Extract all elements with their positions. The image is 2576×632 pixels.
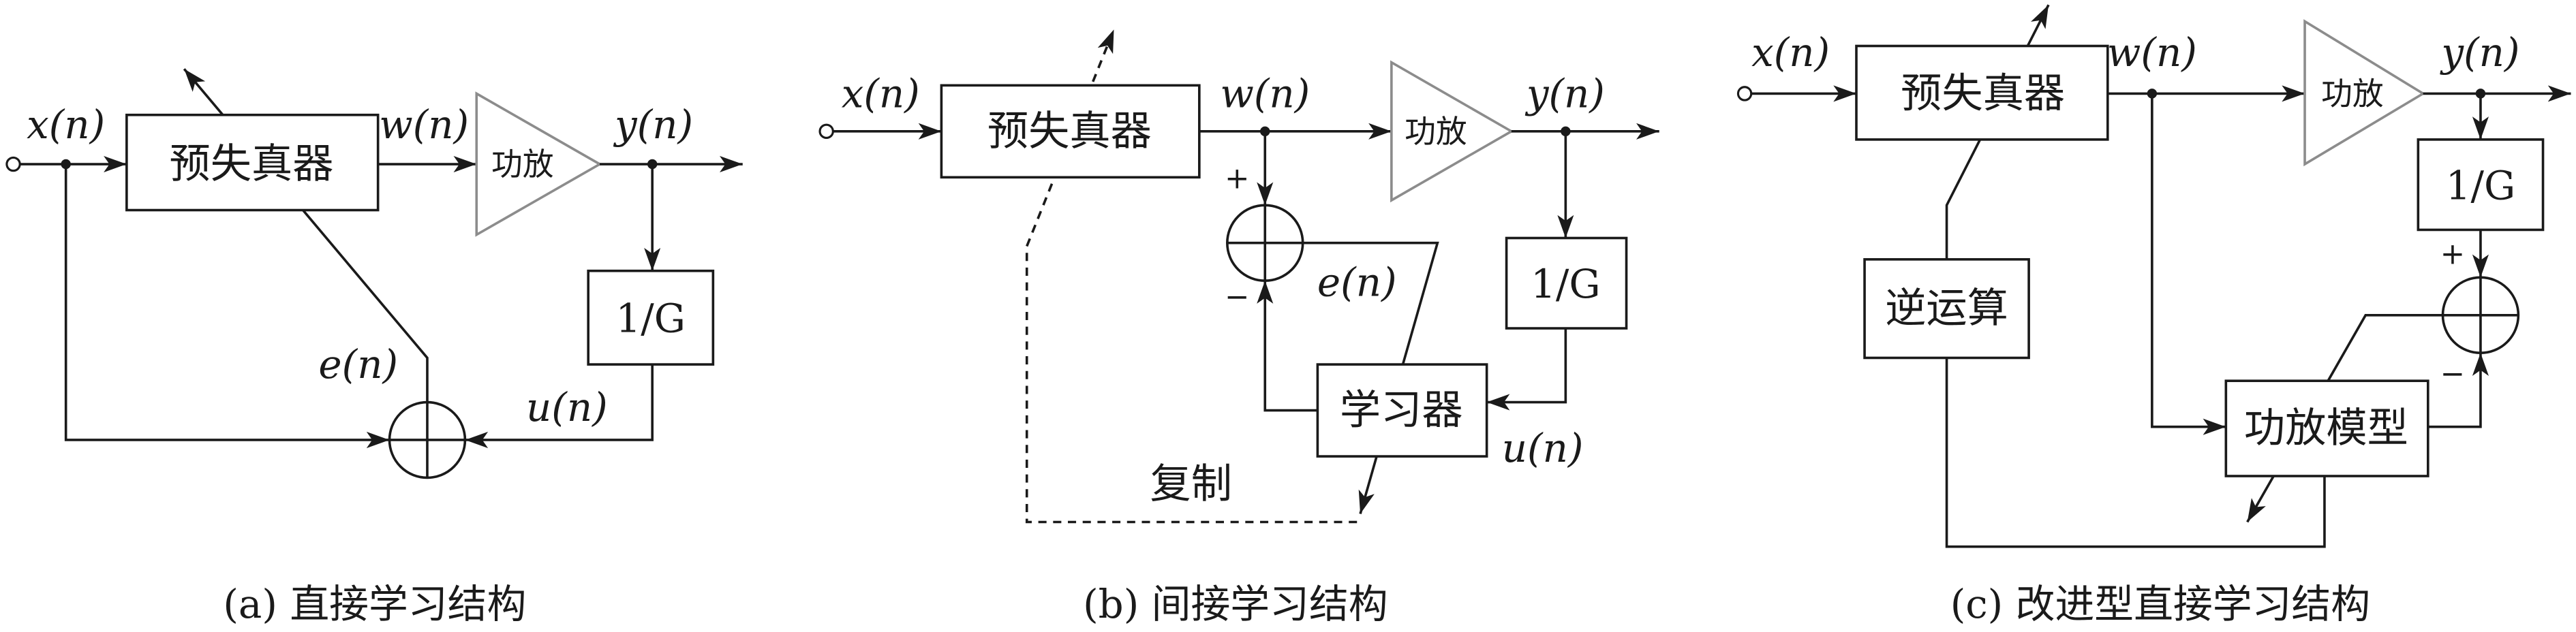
minus-sign-label: − — [1225, 280, 1249, 314]
predistorter-label: 预失真器 — [987, 108, 1152, 155]
signal-x-label: x(n) — [27, 101, 105, 148]
predistorter-block — [1855, 44, 2109, 141]
power-amplifier-triangle — [475, 91, 602, 237]
signal-x-label: x(n) — [842, 70, 920, 116]
signal-y-label: y(n) — [2439, 29, 2519, 76]
predistorter-block — [125, 113, 380, 212]
panel-c-improved-direct-learning: 预失真器 功放 1/G 逆运算 功放模型 x(n) w(n) y(n) + − … — [1736, 4, 2571, 627]
learner-block — [1316, 363, 1488, 458]
plus-sign-label: + — [2440, 238, 2465, 272]
learner-label: 学习器 — [1340, 387, 1463, 434]
panel-a-direct-learning: 预失真器 功放 1/G x(n) w(n) y(n) e(n) u(n) (a)… — [5, 68, 743, 627]
pa-model-label: 功放模型 — [2244, 405, 2408, 452]
junction-dot — [61, 159, 71, 170]
minus-sign-label: − — [2440, 358, 2465, 392]
pa-model-block — [2224, 379, 2429, 477]
normalized-feedback-line — [465, 364, 654, 449]
signal-y-label: y(n) — [613, 101, 693, 148]
power-amplifier-triangle — [2303, 19, 2426, 167]
normalized-feedback-line — [1486, 328, 1567, 411]
plus-sign-label: + — [1225, 162, 1249, 196]
panel-c-caption: (c) 改进型直接学习结构 — [1950, 581, 2370, 627]
input-terminal — [5, 156, 21, 172]
gain-block — [587, 269, 715, 366]
signal-x-label: x(n) — [1751, 29, 1830, 76]
gain-block-label: 1/G — [2446, 162, 2515, 208]
signal-e-label: e(n) — [318, 341, 398, 388]
panel-b-indirect-learning: 预失真器 功放 1/G 学习器 x(n) w(n) y(n) + − e(n) … — [818, 29, 1659, 627]
signal-w-label: w(n) — [2107, 29, 2197, 76]
inverse-operation-block — [1863, 258, 2030, 360]
gain-block — [1505, 236, 1628, 330]
power-amplifier-triangle — [1390, 60, 1514, 203]
predistorter-label: 预失真器 — [170, 140, 334, 188]
junction-dot — [2147, 89, 2158, 99]
reference-feedback-line — [64, 164, 390, 449]
power-amplifier-label: 功放 — [1405, 113, 1467, 150]
signal-u-label: u(n) — [526, 384, 608, 430]
power-amplifier-label: 功放 — [2321, 75, 2384, 112]
predistorter-label: 预失真器 — [1901, 69, 2065, 117]
predistorter-block — [940, 84, 1201, 179]
model-to-inverse-line — [1945, 358, 2326, 548]
signal-e-label: e(n) — [1317, 259, 1397, 306]
gain-block — [2417, 138, 2545, 232]
model-input-line — [2151, 93, 2226, 435]
input-terminal — [818, 123, 834, 140]
signal-y-label: y(n) — [1524, 70, 1605, 116]
learner-output-line — [1257, 281, 1318, 412]
model-output-line — [2427, 353, 2489, 428]
gain-block-label: 1/G — [1531, 261, 1600, 307]
copy-label: 复制 — [1150, 460, 1233, 508]
signal-w-label: w(n) — [379, 101, 469, 148]
input-terminal — [1736, 86, 1753, 101]
copy-coefficients-dashed-arrow — [1025, 29, 1358, 524]
panel-b-caption: (b) 间接学习结构 — [1083, 581, 1387, 627]
power-amplifier-label: 功放 — [491, 146, 554, 183]
panel-a-caption: (a) 直接学习结构 — [223, 581, 526, 627]
signal-w-label: w(n) — [1220, 70, 1310, 116]
gain-block-label: 1/G — [616, 296, 686, 342]
inverse-operation-label: 逆运算 — [1885, 285, 2008, 332]
signal-u-label: u(n) — [1502, 425, 1584, 471]
